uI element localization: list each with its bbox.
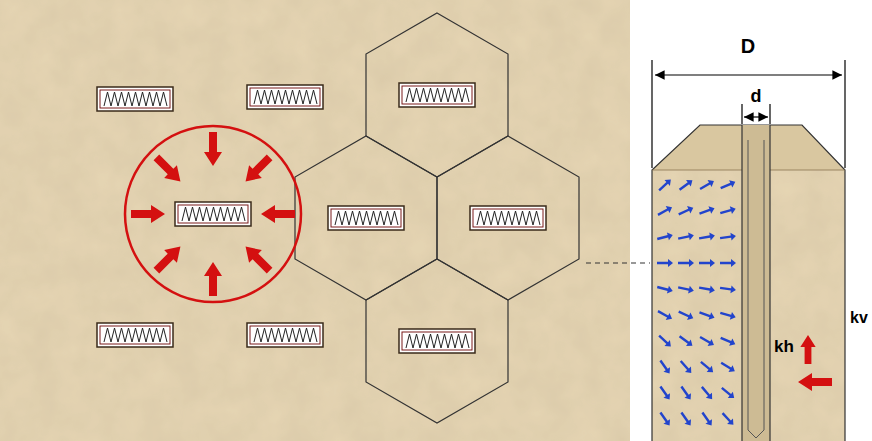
seepage-arrow [719, 385, 736, 401]
seepage-arrow [657, 410, 673, 428]
center-line [586, 262, 650, 263]
seepage-arrow [677, 333, 695, 349]
seepage-arrow [678, 410, 694, 428]
permeability-label: kh [774, 338, 794, 355]
seepage-arrow [720, 232, 737, 242]
seepage-arrow [656, 333, 673, 350]
seepage-arrow [656, 308, 674, 323]
seepage-arrow [677, 308, 695, 322]
seepage-arrow [657, 384, 673, 402]
seepage-arrow [657, 259, 673, 267]
dimension-lines [652, 60, 845, 168]
seepage-arrow [677, 177, 695, 193]
seepage-arrow [719, 309, 737, 321]
seepage-arrow [678, 358, 695, 375]
seepage-arrow [719, 205, 737, 217]
seepage-arrow [656, 231, 673, 243]
dimension-label: d [751, 87, 762, 105]
seepage-arrow [678, 384, 694, 402]
seepage-arrow [656, 283, 673, 295]
seepage-arrow [699, 384, 715, 401]
permeability-arrows [798, 335, 832, 391]
permeability-label: kv [850, 310, 868, 326]
drain-slot [742, 125, 770, 441]
seepage-arrow [677, 231, 694, 242]
soil-column [652, 125, 845, 441]
seepage-arrow [657, 358, 673, 376]
seepage-arrow [677, 204, 695, 218]
seepage-arrow [698, 334, 716, 349]
seepage-arrow [720, 284, 737, 294]
column-outline [652, 125, 845, 441]
seepage-arrow [698, 359, 715, 375]
seepage-arrow [720, 259, 736, 267]
seepage-arrow [677, 283, 694, 294]
radial-flow-arrows [131, 132, 295, 296]
seepage-arrow [698, 178, 716, 193]
seepage-arrow [698, 232, 715, 243]
influence-hexagons [295, 13, 579, 423]
seepage-arrow [699, 410, 715, 428]
seepage-arrows [656, 177, 737, 428]
seepage-arrow [719, 359, 737, 374]
drain-symbols [97, 83, 546, 353]
soil-ground [0, 0, 630, 441]
dimension-label: D [741, 36, 755, 56]
seepage-arrow [656, 177, 673, 194]
seepage-arrow [698, 284, 715, 295]
seepage-arrow [698, 205, 716, 218]
seepage-arrow [719, 178, 737, 192]
seepage-arrow [699, 259, 715, 267]
seepage-arrow [656, 204, 674, 219]
seepage-arrow [678, 259, 694, 267]
seepage-arrow [720, 410, 737, 427]
seepage-arrow [698, 309, 716, 322]
seepage-arrow [719, 334, 737, 348]
influence-circle [125, 126, 301, 302]
